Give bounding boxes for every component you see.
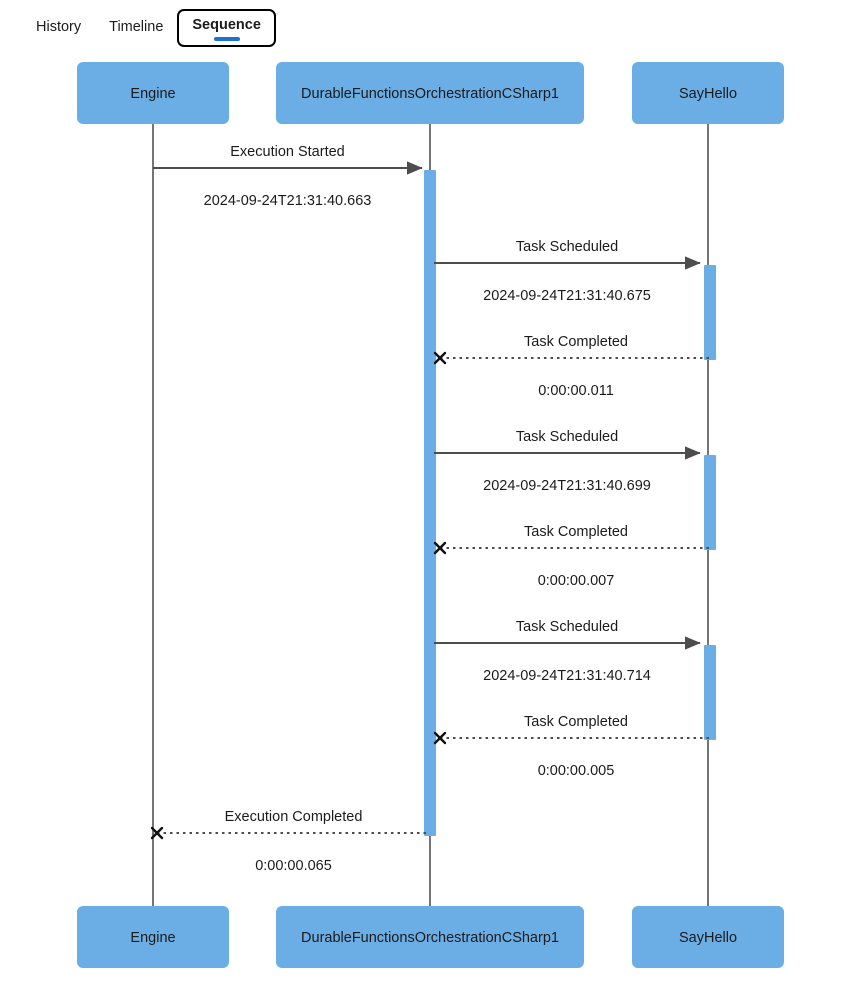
message-cross-icon <box>433 351 447 365</box>
participant-label: SayHello <box>679 86 737 102</box>
message-cross-icon <box>433 731 447 745</box>
participant-box-rect <box>276 906 584 968</box>
participant-box-orchestrator-top[interactable]: DurableFunctionsOrchestrationCSharp1 <box>276 62 584 124</box>
message-5[interactable]: Task Scheduled 2024-09-24T21:31:40.714 <box>434 619 701 684</box>
message-label: Execution Started <box>230 144 344 160</box>
participant-box-engine-top[interactable]: Engine <box>77 62 229 124</box>
message-3[interactable]: Task Scheduled 2024-09-24T21:31:40.699 <box>434 429 701 494</box>
message-cross-icon <box>433 541 447 555</box>
messages-layer: Execution Started 2024-09-24T21:31:40.663… <box>150 144 712 874</box>
message-2[interactable]: Task Completed 0:00:00.011 <box>433 334 712 399</box>
message-detail: 2024-09-24T21:31:40.663 <box>204 193 372 209</box>
tab-history[interactable]: History <box>22 12 95 44</box>
participant-label: DurableFunctionsOrchestrationCSharp1 <box>301 86 559 102</box>
message-detail: 0:00:00.065 <box>255 858 332 874</box>
activation-bar-orchestrator <box>424 170 436 836</box>
tab-timeline[interactable]: Timeline <box>95 12 177 44</box>
message-label: Task Scheduled <box>516 619 618 635</box>
message-label: Execution Completed <box>225 809 363 825</box>
activation-bar-sayhello <box>704 645 716 740</box>
message-label: Task Completed <box>524 524 628 540</box>
participant-box-engine-bottom[interactable]: Engine <box>77 906 229 968</box>
participant-box-rect <box>632 906 784 968</box>
participant-label: Engine <box>130 930 175 946</box>
message-detail: 0:00:00.011 <box>538 383 614 399</box>
participant-box-sayhello-bottom[interactable]: SayHello <box>632 906 784 968</box>
activation-bar-sayhello <box>704 265 716 360</box>
participant-label: Engine <box>130 86 175 102</box>
participant-box-orchestrator-bottom[interactable]: DurableFunctionsOrchestrationCSharp1 <box>276 906 584 968</box>
message-detail: 0:00:00.007 <box>538 573 615 589</box>
message-label: Task Scheduled <box>516 429 618 445</box>
message-4[interactable]: Task Completed 0:00:00.007 <box>433 524 712 589</box>
tab-history-label: History <box>36 19 82 36</box>
message-1[interactable]: Task Scheduled 2024-09-24T21:31:40.675 <box>434 239 701 304</box>
message-label: Task Completed <box>524 334 628 350</box>
participant-box-rect <box>276 62 584 124</box>
activations-layer <box>424 170 716 836</box>
participant-label: DurableFunctionsOrchestrationCSharp1 <box>301 930 559 946</box>
participant-box-sayhello-top[interactable]: SayHello <box>632 62 784 124</box>
participant-label: SayHello <box>679 930 737 946</box>
tab-sequence[interactable]: Sequence <box>177 9 276 47</box>
tab-sequence-label: Sequence <box>192 17 261 34</box>
message-cross-icon <box>150 826 164 840</box>
tab-bar: History Timeline Sequence <box>0 0 847 56</box>
message-label: Task Scheduled <box>516 239 618 255</box>
message-detail: 2024-09-24T21:31:40.714 <box>483 668 651 684</box>
message-0[interactable]: Execution Started 2024-09-24T21:31:40.663 <box>153 144 423 209</box>
message-label: Task Completed <box>524 714 628 730</box>
message-7[interactable]: Execution Completed 0:00:00.065 <box>150 809 430 874</box>
activation-bar-sayhello <box>704 455 716 550</box>
tab-timeline-label: Timeline <box>109 19 164 36</box>
message-detail: 0:00:00.005 <box>538 763 615 779</box>
message-6[interactable]: Task Completed 0:00:00.005 <box>433 714 712 779</box>
message-detail: 2024-09-24T21:31:40.675 <box>483 288 651 304</box>
message-detail: 2024-09-24T21:31:40.699 <box>483 478 651 494</box>
participant-box-rect <box>77 906 229 968</box>
participant-box-rect <box>632 62 784 124</box>
tab-active-indicator <box>213 37 240 41</box>
participant-box-rect <box>77 62 229 124</box>
